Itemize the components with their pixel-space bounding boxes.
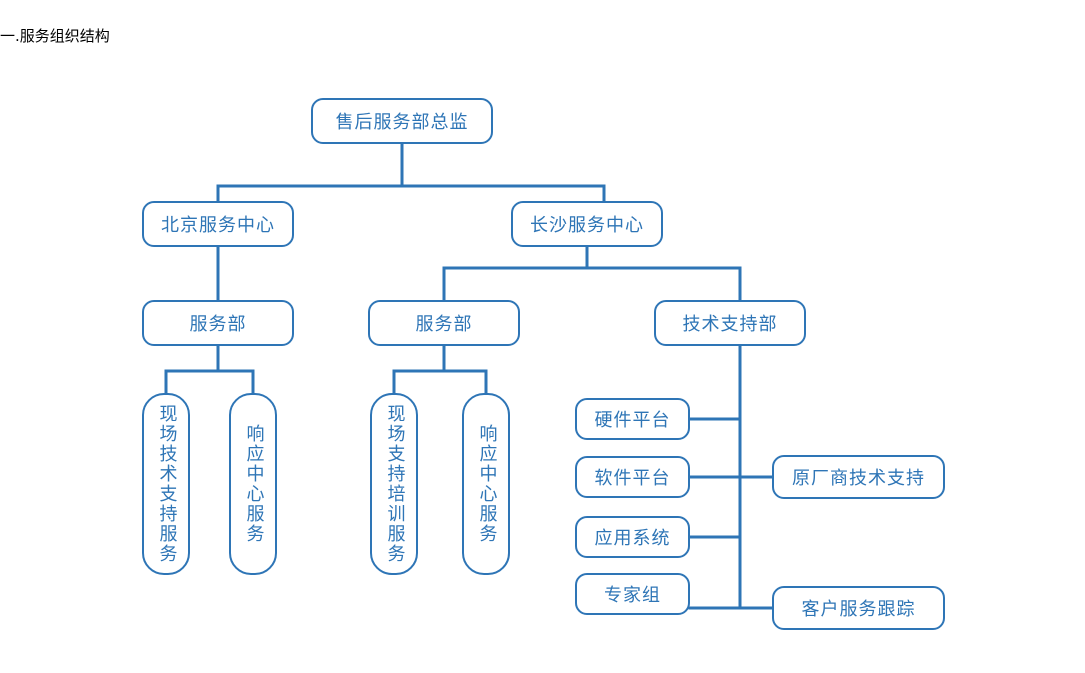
node-response-center-service-beijing[interactable]: 响应中心服务: [229, 393, 277, 575]
node-software-platform[interactable]: 软件平台: [575, 456, 690, 498]
node-technical-support-department[interactable]: 技术支持部: [654, 300, 806, 346]
node-onsite-support-training-service[interactable]: 现场支持培训服务: [370, 393, 418, 575]
node-changsha-service-center[interactable]: 长沙服务中心: [511, 201, 663, 247]
node-oem-technical-support[interactable]: 原厂商技术支持: [772, 455, 945, 499]
node-customer-service-tracking[interactable]: 客户服务跟踪: [772, 586, 945, 630]
node-label: 软件平台: [594, 468, 671, 489]
node-label: 专家组: [604, 585, 661, 606]
page-title: 一.服务组织结构: [0, 27, 110, 45]
node-after-sales-director[interactable]: 售后服务部总监: [311, 98, 493, 144]
node-label: 售后服务部总监: [335, 112, 469, 133]
node-label: 原厂商技术支持: [792, 468, 925, 489]
node-label: 长沙服务中心: [530, 215, 644, 236]
node-label: 服务部: [189, 314, 247, 335]
node-label: 现场技术支持服务: [156, 404, 178, 564]
node-label: 技术支持部: [682, 314, 778, 335]
node-service-department-beijing[interactable]: 服务部: [142, 300, 294, 346]
node-expert-group[interactable]: 专家组: [575, 573, 690, 615]
node-label: 应用系统: [594, 528, 671, 549]
node-service-department-changsha[interactable]: 服务部: [368, 300, 520, 346]
node-label: 现场支持培训服务: [384, 404, 406, 564]
node-response-center-service-changsha[interactable]: 响应中心服务: [462, 393, 510, 575]
node-label: 北京服务中心: [161, 215, 275, 236]
node-label: 服务部: [415, 314, 473, 335]
node-hardware-platform[interactable]: 硬件平台: [575, 398, 690, 440]
node-beijing-service-center[interactable]: 北京服务中心: [142, 201, 294, 247]
node-label: 硬件平台: [594, 410, 671, 431]
node-onsite-technical-support-service[interactable]: 现场技术支持服务: [142, 393, 190, 575]
node-label: 响应中心服务: [476, 424, 498, 544]
node-label: 响应中心服务: [243, 424, 265, 544]
node-label: 客户服务跟踪: [801, 599, 916, 620]
node-application-system[interactable]: 应用系统: [575, 516, 690, 558]
